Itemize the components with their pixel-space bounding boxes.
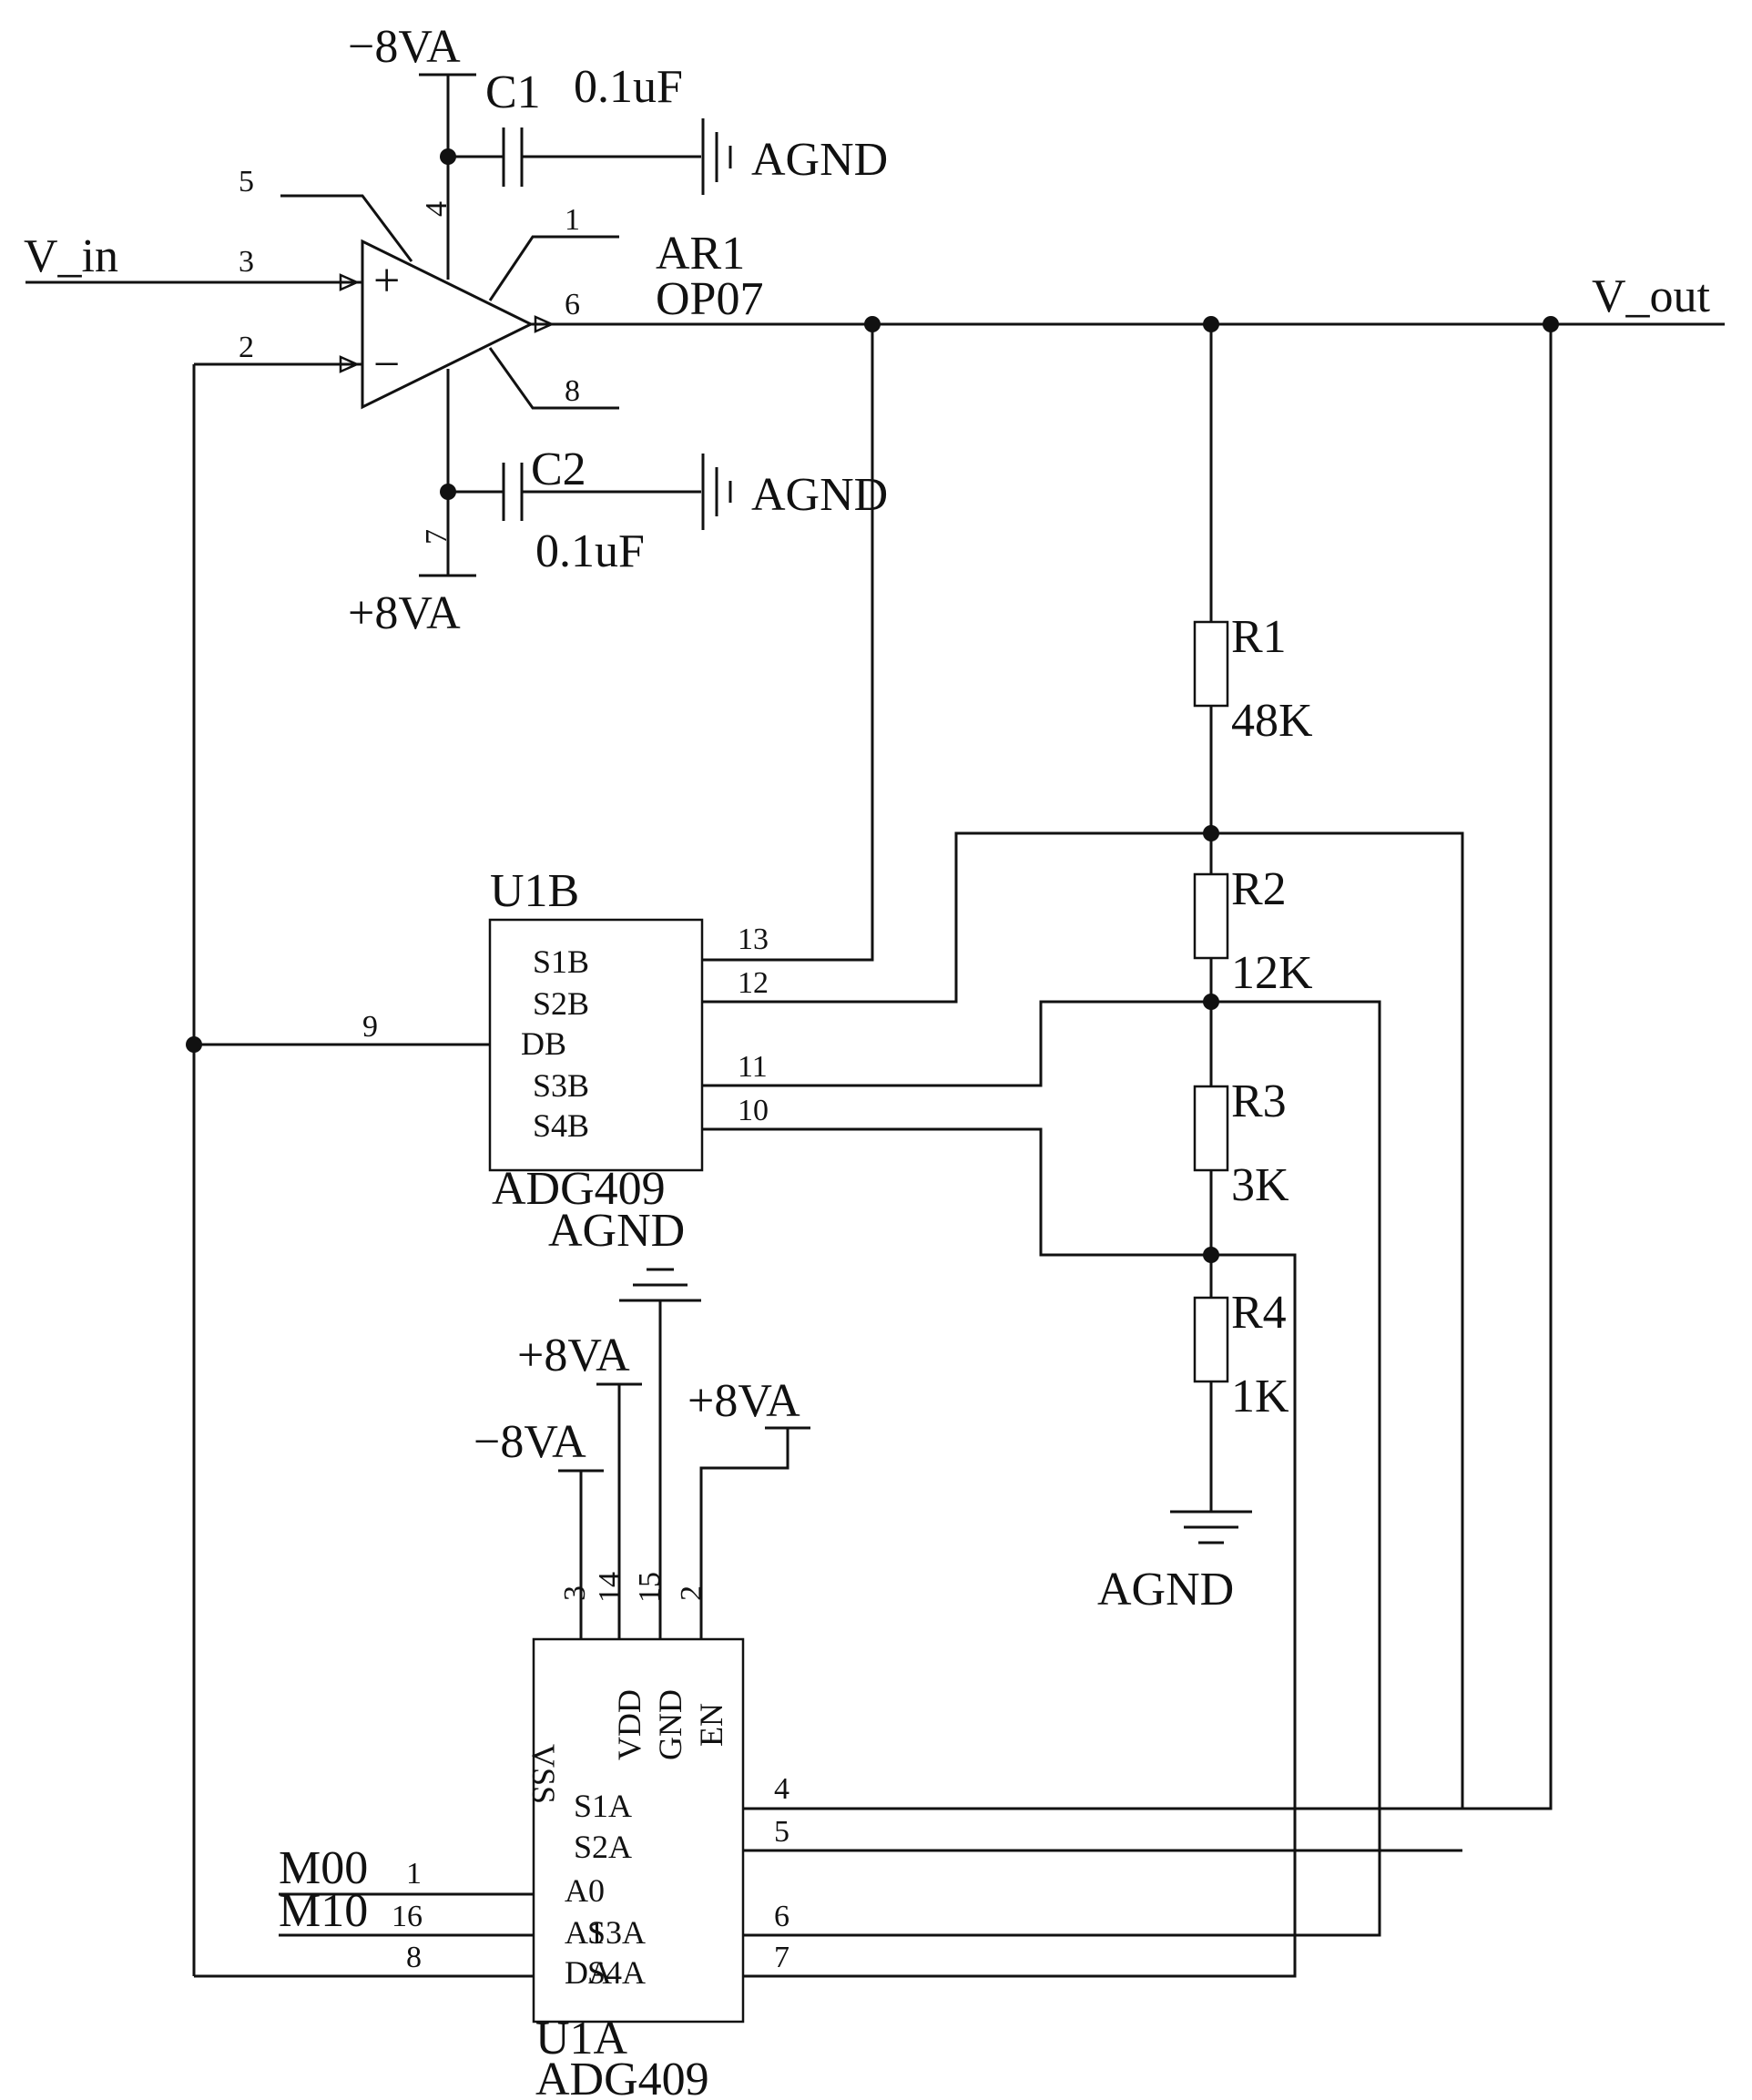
r4-ref: R4 <box>1231 1287 1287 1339</box>
u1a-pin-3: 3 <box>558 1585 592 1601</box>
u1b-label-s2b: S2B <box>533 985 589 1022</box>
u1a-ref: U1A <box>535 2013 628 2064</box>
r4-value: 1K <box>1231 1371 1289 1422</box>
r3-ref: R3 <box>1231 1075 1287 1127</box>
pos-rail-label: +8VA <box>348 587 461 639</box>
u1a-vdd-rail: +8VA <box>517 1330 630 1381</box>
pos-supply: +8VA 7 C2 0.1uF AGND <box>348 369 888 639</box>
opamp-pin-8: 8 <box>565 374 580 408</box>
u1a-pin-5: 5 <box>774 1815 789 1849</box>
opamp-plus-sign: + <box>373 255 400 307</box>
opamp-aux-pins: 5 1 8 <box>239 165 619 410</box>
neg-rail-label: −8VA <box>348 21 461 73</box>
c1-value: 0.1uF <box>574 61 683 113</box>
c2-agnd-label: AGND <box>751 469 888 521</box>
neg-supply: −8VA 4 C1 0.1uF AGND <box>348 21 888 280</box>
u1a-label-a0: A0 <box>565 1872 605 1909</box>
opamp-pin-vpos: 7 <box>420 529 453 545</box>
u1a-label-s2a: S2A <box>574 1829 632 1865</box>
opamp-ar1: + − AR1 OP07 <box>361 228 763 410</box>
feedback-net: 2 <box>186 331 534 1978</box>
u1a-vss-rail: −8VA <box>474 1416 586 1468</box>
opamp-ref: AR1 <box>656 228 745 280</box>
u1a-label-da: DA <box>565 1954 612 1991</box>
u1b-agnd-label: AGND <box>548 1205 685 1257</box>
u1a-pin-14: 14 <box>593 1572 626 1603</box>
u1a-label-en: EN <box>693 1703 729 1747</box>
vin-net: V_in 3 <box>24 230 362 291</box>
r3-value: 3K <box>1231 1159 1289 1211</box>
resistor-r4 <box>1193 1296 1229 1383</box>
u1a-en-rail: +8VA <box>688 1375 800 1427</box>
opamp-pin-out: 6 <box>565 288 580 321</box>
u1a-pin-8: 8 <box>406 1941 422 1974</box>
opamp-pin-minus: 2 <box>239 331 254 364</box>
c2-value: 0.1uF <box>535 525 645 577</box>
u1b-label-s1b: S1B <box>533 943 589 980</box>
ladder-agnd-label: AGND <box>1097 1564 1234 1616</box>
resistor-r2 <box>1193 872 1229 960</box>
r2-ref: R2 <box>1231 863 1287 915</box>
u1b-ref: U1B <box>490 865 579 917</box>
u1b-label-s4b: S4B <box>533 1107 589 1144</box>
u1a-pin-7: 7 <box>774 1941 789 1974</box>
u1a-label-s3a: S3A <box>587 1914 646 1951</box>
u1a-pin-16: 16 <box>392 1900 423 1933</box>
c2-ref: C2 <box>531 443 586 495</box>
vin-label: V_in <box>24 230 118 282</box>
opamp-part: OP07 <box>656 273 763 325</box>
u1b-part: ADG409 <box>492 1163 666 1215</box>
u1b-pin-12: 12 <box>738 966 769 1000</box>
u1a-pin-6: 6 <box>774 1900 789 1933</box>
resistor-r3 <box>1193 1085 1229 1172</box>
u1a-pin-2: 2 <box>675 1585 708 1601</box>
switch-u1b: U1B ADG409 AGND S1B S2B DB S3B S4B 13 12… <box>362 324 1464 1978</box>
u1a-label-a1: A1 <box>565 1914 605 1951</box>
u1b-pin-10: 10 <box>738 1094 769 1127</box>
u1a-label-vdd: VDD <box>611 1689 647 1760</box>
switch-u1a: U1A ADG409 −8VA +8VA +8VA 3 14 15 2 VSS … <box>279 324 1553 2100</box>
c1-ref: C1 <box>485 66 541 118</box>
resistor-ladder: AGND R1 48K R2 12K R3 3K R4 1K <box>1097 324 1313 1616</box>
r1-value: 48K <box>1231 695 1313 747</box>
c1-agnd-label: AGND <box>751 134 888 186</box>
u1a-input-m00: M00 <box>279 1842 368 1894</box>
opamp-pin-1: 1 <box>565 203 580 237</box>
u1a-label-gnd: GND <box>652 1689 688 1760</box>
u1a-pin-4: 4 <box>774 1772 789 1806</box>
u1a-input-m10: M10 <box>279 1885 368 1937</box>
u1a-part: ADG409 <box>535 2054 709 2100</box>
u1b-pin-9: 9 <box>362 1010 378 1044</box>
u1b-pin-11: 11 <box>738 1050 768 1084</box>
r1-ref: R1 <box>1231 611 1287 663</box>
u1a-label-s4a: S4A <box>587 1954 646 1991</box>
opamp-minus-sign: − <box>373 339 400 391</box>
r2-value: 12K <box>1231 947 1313 999</box>
opamp-pin-5: 5 <box>239 165 254 199</box>
opamp-pin-vneg: 4 <box>420 201 453 217</box>
u1b-pin-13: 13 <box>738 923 769 956</box>
u1a-label-vss: VSS <box>525 1744 562 1804</box>
u1a-label-s1a: S1A <box>574 1788 632 1824</box>
resistor-r1 <box>1193 620 1229 708</box>
vout-label: V_out <box>1592 270 1711 322</box>
opamp-pin-plus: 3 <box>239 245 254 279</box>
u1b-label-db: DB <box>521 1025 566 1062</box>
u1a-pin-15: 15 <box>633 1572 667 1603</box>
u1a-pin-1: 1 <box>406 1857 422 1891</box>
u1b-label-s3b: S3B <box>533 1067 589 1104</box>
